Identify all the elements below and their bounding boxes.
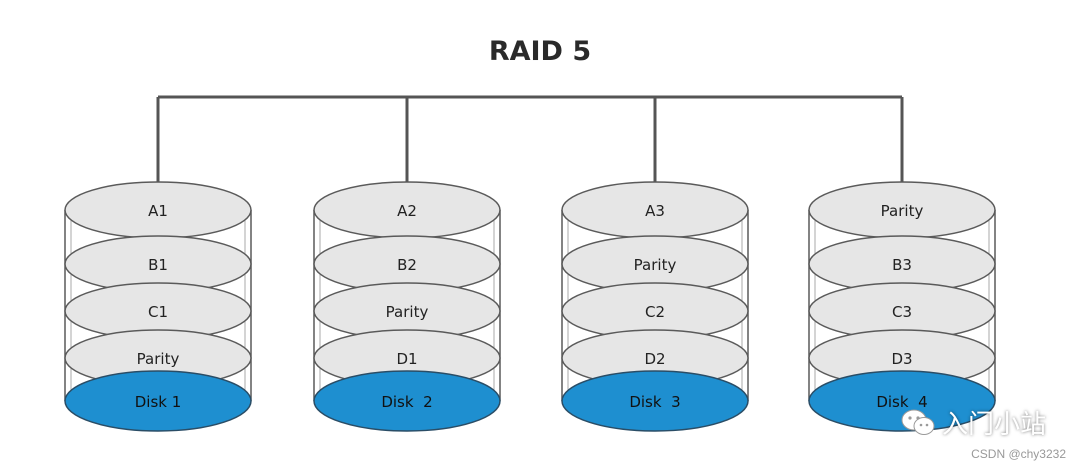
block-label: C3 <box>892 303 912 321</box>
disk-base <box>313 370 501 432</box>
block-label: A2 <box>397 202 417 220</box>
block-label: Parity <box>881 202 924 220</box>
watermark-brand-text: 入门小站 <box>942 410 1047 440</box>
watermark-credit: CSDN @chy3232 <box>971 447 1066 461</box>
disk-label: Disk 3 <box>629 393 680 411</box>
block-label: Parity <box>137 350 180 368</box>
disk-base <box>561 370 749 432</box>
disk-label: Disk 1 <box>135 393 182 411</box>
block-label: A3 <box>645 202 665 220</box>
block-label: C2 <box>645 303 665 321</box>
block-label: D3 <box>891 350 912 368</box>
diagram-title: RAID 5 <box>488 36 592 67</box>
disk-base <box>808 370 996 432</box>
block-label: D1 <box>396 350 417 368</box>
block-label: B3 <box>892 256 912 274</box>
block-label: B2 <box>397 256 417 274</box>
block-label: B1 <box>148 256 168 274</box>
block-label: C1 <box>148 303 168 321</box>
watermark-brand: 入门小站 <box>900 404 1046 441</box>
disk-base <box>64 370 252 432</box>
wechat-icon <box>900 408 936 438</box>
block-label: Parity <box>634 256 677 274</box>
disk-label: Disk 4 <box>876 393 927 411</box>
block-label: D2 <box>644 350 665 368</box>
disk-label: Disk 2 <box>381 393 432 411</box>
block-label: A1 <box>148 202 168 220</box>
block-label: Parity <box>386 303 429 321</box>
